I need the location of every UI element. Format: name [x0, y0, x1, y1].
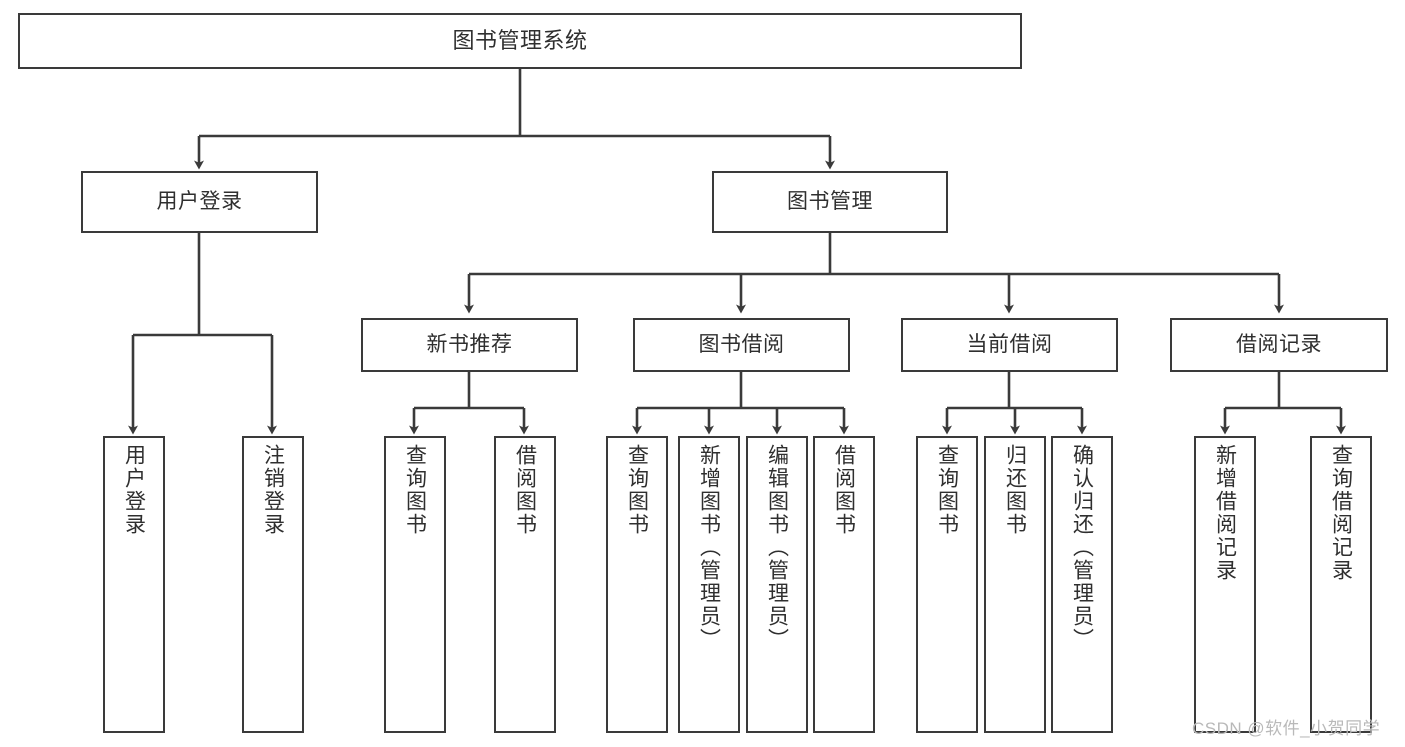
node-label: 借阅图书 [513, 444, 537, 536]
node-label: 新书推荐 [426, 332, 513, 356]
node-label: 新增图书（管理员） [697, 444, 721, 651]
node-label: 编辑图书（管理员） [765, 444, 789, 651]
node-label: 新增借阅记录 [1213, 444, 1237, 582]
leaf-current-query-book[interactable]: 查询图书 [916, 436, 978, 733]
node-label: 用户登录 [156, 189, 243, 213]
node-label: 当前借阅 [966, 332, 1053, 356]
leaf-records-add-record[interactable]: 新增借阅记录 [1194, 436, 1256, 733]
leaf-records-query-record[interactable]: 查询借阅记录 [1310, 436, 1372, 733]
leaf-new-book-borrow[interactable]: 借阅图书 [494, 436, 556, 733]
node-new-book-recommend[interactable]: 新书推荐 [361, 318, 578, 372]
leaf-current-return-book[interactable]: 归还图书 [984, 436, 1046, 733]
leaf-user-login-signout[interactable]: 注销登录 [242, 436, 304, 733]
node-user-login[interactable]: 用户登录 [81, 171, 318, 233]
node-label: 借阅记录 [1236, 332, 1322, 356]
node-label: 查询图书 [403, 444, 427, 536]
node-label: 查询借阅记录 [1329, 444, 1353, 582]
leaf-borrow-borrow-book[interactable]: 借阅图书 [813, 436, 875, 733]
node-label: 查询图书 [935, 444, 959, 536]
leaf-borrow-add-book-admin[interactable]: 新增图书（管理员） [678, 436, 740, 733]
leaf-borrow-query-book[interactable]: 查询图书 [606, 436, 668, 733]
node-root-system[interactable]: 图书管理系统 [18, 13, 1022, 69]
node-label: 注销登录 [261, 444, 285, 536]
leaf-user-login-signin[interactable]: 用户登录 [103, 436, 165, 733]
node-book-borrow[interactable]: 图书借阅 [633, 318, 850, 372]
node-book-management[interactable]: 图书管理 [712, 171, 948, 233]
node-label: 确认归还（管理员） [1070, 444, 1094, 651]
node-label: 图书管理 [787, 189, 873, 213]
leaf-new-book-query[interactable]: 查询图书 [384, 436, 446, 733]
node-borrow-records[interactable]: 借阅记录 [1170, 318, 1388, 372]
node-label: 用户登录 [122, 444, 146, 536]
node-label: 归还图书 [1003, 444, 1027, 536]
csdn-watermark: CSDN @软件_小贺同学 [1192, 719, 1381, 738]
leaf-borrow-edit-book-admin[interactable]: 编辑图书（管理员） [746, 436, 808, 733]
node-label: 图书管理系统 [452, 28, 588, 54]
leaf-current-confirm-return-admin[interactable]: 确认归还（管理员） [1051, 436, 1113, 733]
node-label: 查询图书 [625, 444, 649, 536]
node-label: 图书借阅 [698, 332, 785, 356]
node-current-borrow[interactable]: 当前借阅 [901, 318, 1118, 372]
node-label: 借阅图书 [832, 444, 856, 536]
